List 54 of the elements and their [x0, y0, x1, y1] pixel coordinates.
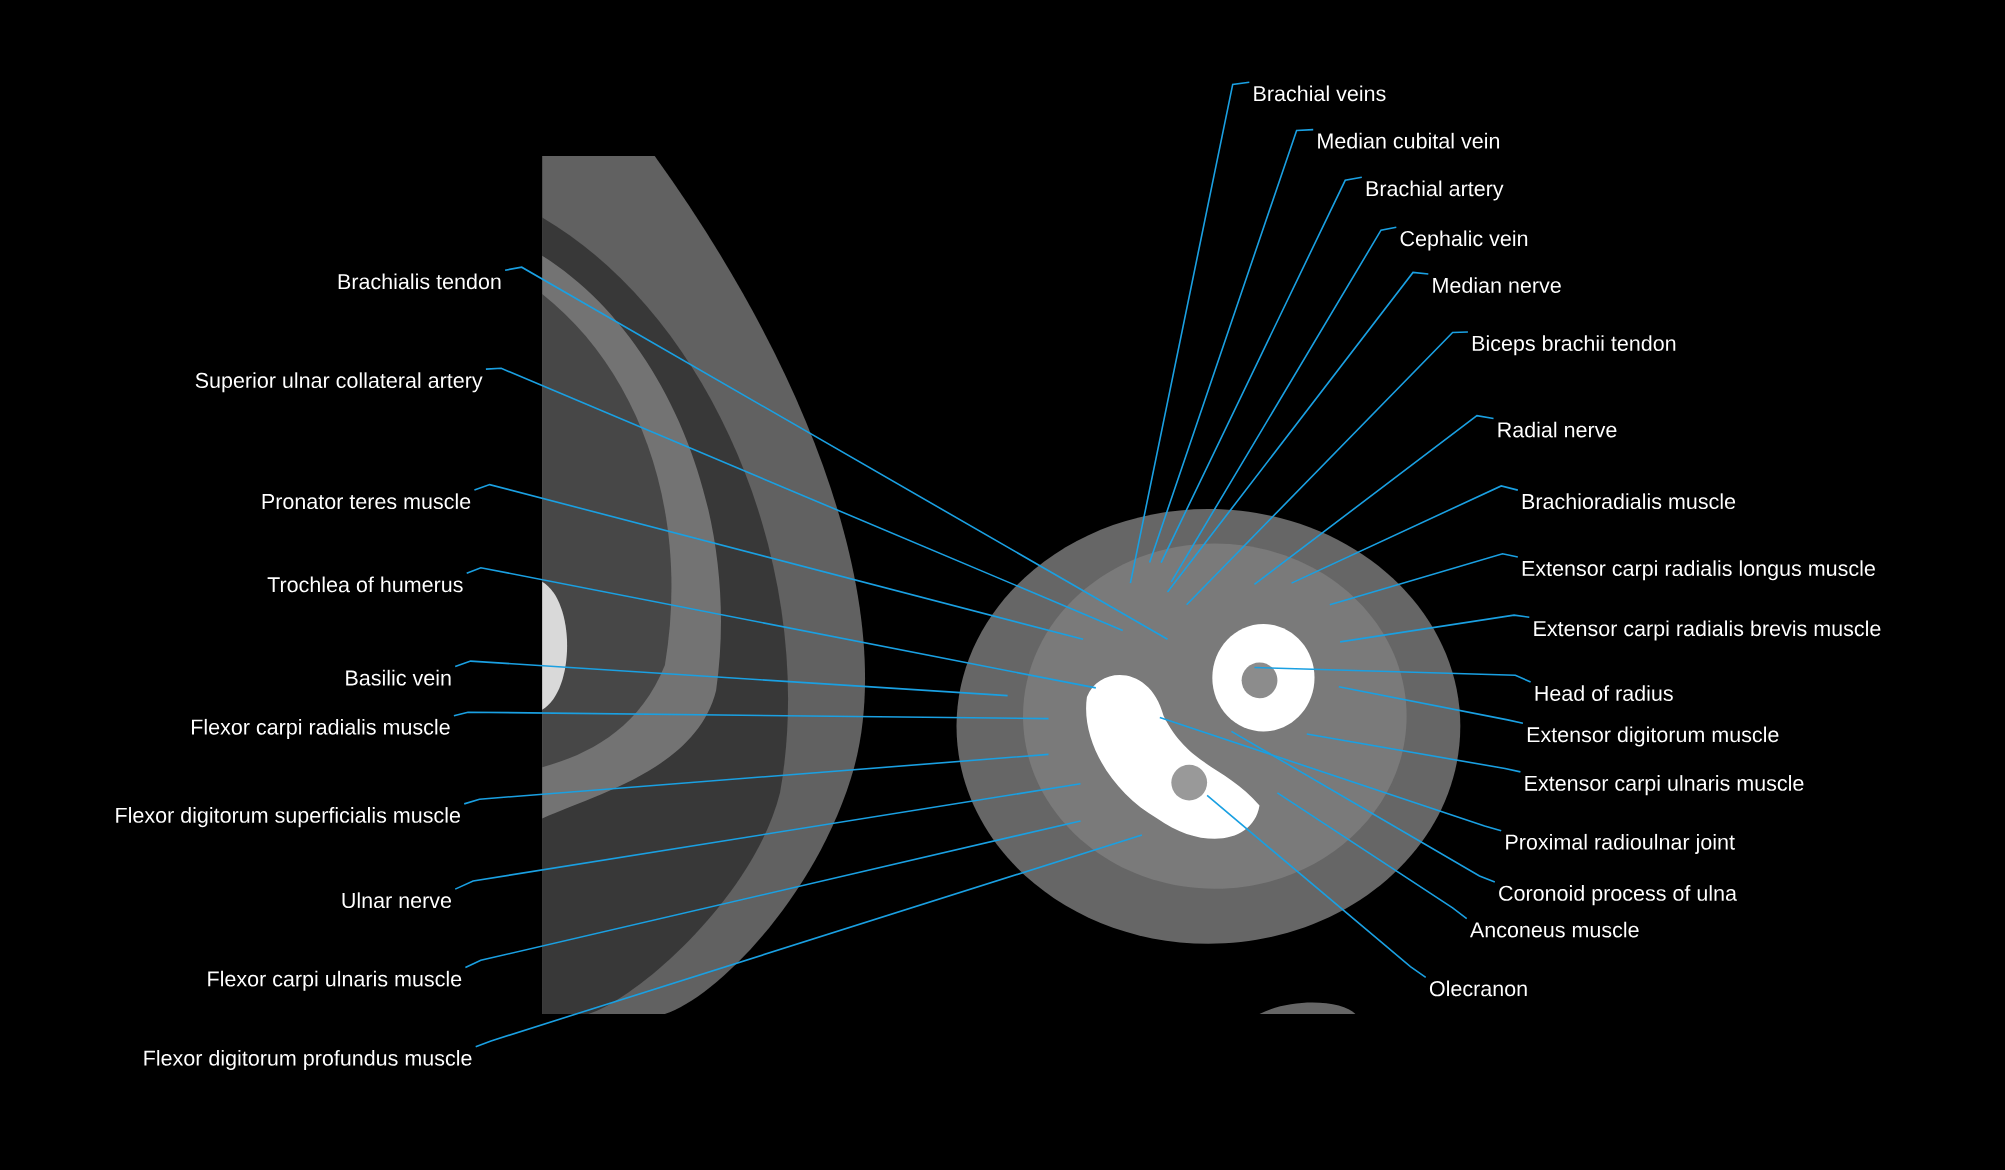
label-text: Olecranon — [1429, 980, 1527, 997]
label-text: Extensor carpi radialis brevis muscle — [1534, 620, 1881, 641]
leader-line — [1253, 414, 1495, 586]
label-text: Coronoid process of ulna — [1499, 885, 1737, 906]
label-text: Proximal radioulnar joint — [1506, 833, 1735, 854]
leader-line — [465, 566, 1097, 689]
label-text: Cephalic vein — [1400, 230, 1528, 251]
leader-line — [473, 483, 1084, 641]
label-text: Median cubital vein — [1318, 132, 1499, 149]
leader-line — [454, 660, 1009, 697]
label-text: Brachial artery — [1366, 180, 1504, 201]
label-text: Radial nerve — [1498, 421, 1617, 438]
leader-line — [464, 820, 1082, 969]
label-text: Flexor digitorum profundus muscle — [144, 1050, 472, 1071]
leader-line — [454, 783, 1082, 890]
label-text: Flexor carpi radialis muscle — [192, 718, 450, 739]
leader-line — [1338, 685, 1524, 725]
leader-line — [504, 266, 1169, 641]
label-text: Flexor digitorum superficialis muscle — [116, 807, 460, 828]
label-text: Extensor carpi ulnaris muscle — [1525, 775, 1804, 796]
label-text: Extensor carpi radialis longus muscle — [1522, 560, 1875, 581]
leader-line — [1306, 733, 1522, 773]
leader-line — [1185, 331, 1469, 606]
label-text: Superior ulnar collateral artery — [195, 372, 483, 393]
leader-line — [1166, 271, 1430, 593]
label-text: Flexor carpi ulnaris muscle — [208, 970, 462, 991]
label-text: Brachioradialis muscle — [1522, 493, 1736, 510]
label-text: Trochlea of humerus — [267, 576, 463, 593]
label-text: Biceps brachii tendon — [1472, 335, 1676, 356]
label-text: Pronator teres muscle — [262, 493, 471, 510]
leader-line — [1230, 730, 1496, 883]
leader-line — [1339, 614, 1531, 643]
leader-line — [463, 753, 1050, 805]
leader-line — [1160, 176, 1363, 564]
label-text: Brachial veins — [1254, 85, 1386, 102]
label-text: Head of radius — [1535, 685, 1673, 701]
label-text: Basilic vein — [346, 669, 451, 686]
leader-line — [1206, 794, 1427, 979]
label-text: Brachialis tendon — [338, 273, 501, 290]
leader-line — [1159, 716, 1502, 832]
label-text: Ulnar nerve — [342, 892, 451, 909]
leader-line — [1276, 792, 1468, 920]
leader-line — [1253, 666, 1532, 683]
label-text: Anconeus muscle — [1469, 921, 1639, 938]
label-text: Median nerve — [1433, 277, 1561, 293]
leader-line — [453, 711, 1050, 720]
leader-line — [1170, 226, 1398, 583]
leader-line — [1329, 552, 1519, 606]
label-text: Extensor digitorum muscle — [1527, 726, 1779, 747]
leader-line — [1129, 81, 1251, 584]
leader-line — [1290, 485, 1519, 584]
leader-line — [1148, 128, 1314, 564]
leader-line — [474, 834, 1143, 1048]
leader-line — [485, 367, 1124, 632]
